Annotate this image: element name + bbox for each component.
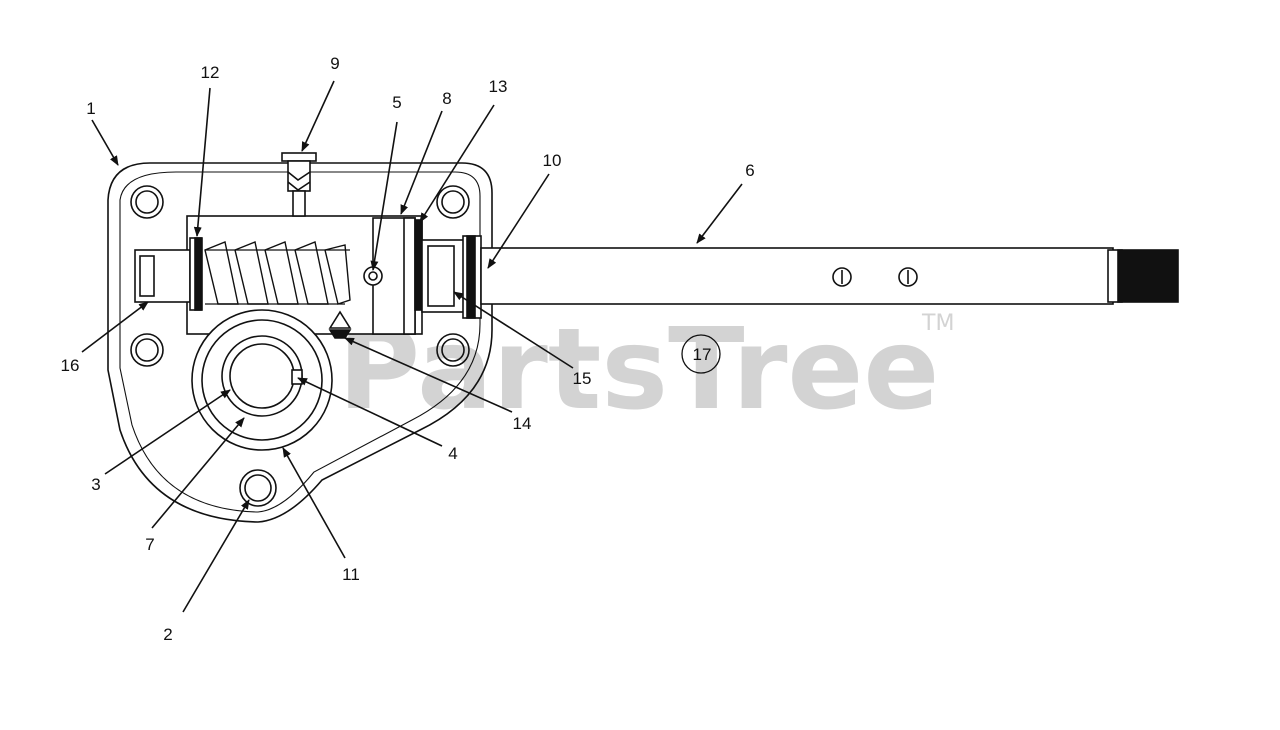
vent-plug xyxy=(281,152,317,217)
callout-13: 13 xyxy=(489,77,508,96)
callout-6: 6 xyxy=(745,161,754,180)
mounting-holes xyxy=(130,185,470,507)
callout-14: 14 xyxy=(513,414,532,433)
callout-12: 12 xyxy=(201,63,220,82)
callout-7: 7 xyxy=(145,535,154,554)
callout-4: 4 xyxy=(448,444,457,463)
worm-assembly xyxy=(134,215,482,339)
watermark: PartsTree TM xyxy=(338,305,954,435)
callout-9: 9 xyxy=(330,54,339,73)
gearbox-housing xyxy=(107,162,493,523)
callout-8: 8 xyxy=(442,89,451,108)
leader-lines xyxy=(81,80,743,613)
shaft xyxy=(480,247,1179,305)
callout-11: 11 xyxy=(342,565,360,584)
watermark-text: PartsTree xyxy=(338,305,939,435)
callout-1: 1 xyxy=(86,99,95,118)
callouts: 1 2 3 4 5 6 7 8 9 10 11 12 13 14 15 16 1… xyxy=(61,54,755,644)
watermark-trademark: TM xyxy=(921,311,954,336)
callout-15: 15 xyxy=(573,369,592,388)
callout-2: 2 xyxy=(163,625,172,644)
callout-16: 16 xyxy=(61,356,80,375)
callout-17: 17 xyxy=(693,345,712,364)
callout-5: 5 xyxy=(392,93,401,112)
callout-3: 3 xyxy=(91,475,100,494)
callout-10: 10 xyxy=(543,151,562,170)
item-17-circle xyxy=(681,334,721,374)
worm-gear xyxy=(191,309,333,451)
